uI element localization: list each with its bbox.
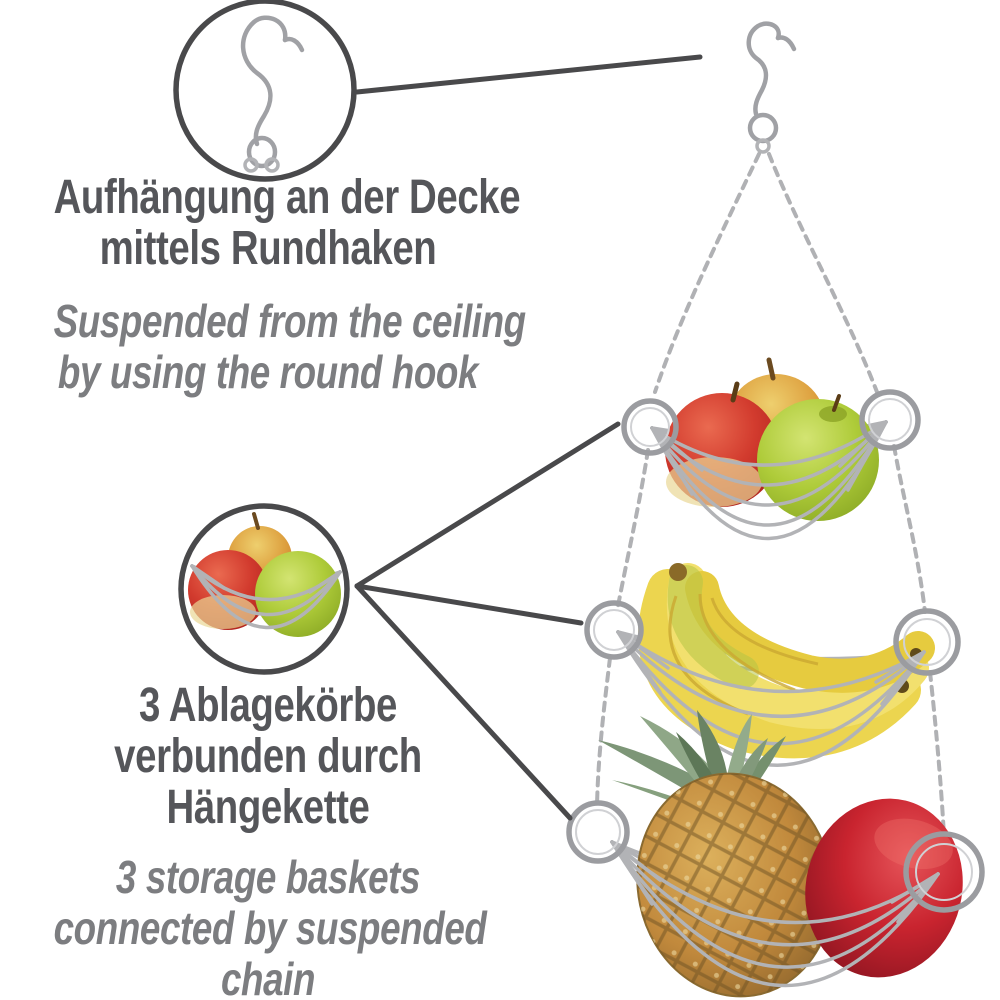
- mango-highlight: [874, 818, 953, 870]
- callout-hook-subtitle-en-line1: Suspended from the ceiling: [53, 295, 527, 347]
- middle-basket-front-wires: [616, 630, 926, 767]
- callout-baskets-title-de-line2: verbunden durch: [114, 730, 422, 783]
- top-basket: [621, 357, 921, 541]
- callout-line-hook: [354, 54, 703, 95]
- hanging-chains: [595, 152, 946, 838]
- chain-segment: [892, 444, 927, 614]
- apple-stem: [730, 381, 740, 403]
- bananas: [638, 563, 935, 759]
- chain-segment: [928, 670, 946, 838]
- callout-baskets-title-de: 3 Ablagekörbe verbunden durch Hängekette: [54, 680, 483, 833]
- callout-baskets-subtitle-en-line2: connected by suspended: [53, 902, 487, 954]
- middle-basket: [584, 563, 961, 767]
- callout-baskets-subtitle-en-line1: 3 storage baskets: [115, 851, 421, 903]
- banana-green-ridge: [667, 565, 759, 689]
- baskets-detail-sketch: [188, 512, 342, 637]
- apple-stem: [766, 357, 776, 381]
- ceiling-hook: [746, 21, 797, 154]
- callout-line-basket-top: [354, 421, 621, 589]
- basket-ring: [859, 389, 921, 451]
- callout-hook-title-de-line1: Aufhängung an der Decke: [53, 171, 521, 224]
- bottom-basket-front-wires: [610, 840, 940, 988]
- basket-ring: [584, 600, 644, 660]
- callout-baskets-title-de-line1: 3 Ablagekörbe: [139, 679, 397, 732]
- callout-hook-title-de: Aufhängung an der Decke mittels Rundhake…: [53, 171, 521, 275]
- basket-ring: [903, 831, 985, 913]
- chain-segment: [595, 656, 612, 808]
- callout-line-basket-bottom: [354, 583, 573, 821]
- chain-segment: [767, 152, 879, 394]
- apple-stem: [832, 394, 841, 412]
- chain-segment: [616, 448, 650, 608]
- callout-hook-title-de-line2: mittels Rundhaken: [99, 222, 437, 275]
- bottom-basket: [566, 710, 985, 998]
- chain-segment: [653, 152, 761, 394]
- basket-ring: [621, 398, 679, 456]
- callout-baskets-title-de-line3: Hängekette: [166, 781, 370, 834]
- basket-ring: [566, 800, 630, 864]
- callout-baskets-subtitle-en-line3: chain: [220, 953, 316, 1000]
- callout-line-basket-middle: [354, 583, 584, 626]
- banana-stem: [669, 563, 687, 581]
- basket-ring: [893, 608, 961, 676]
- callout-hook-subtitle-en: Suspended from the ceiling by using the …: [53, 295, 527, 398]
- top-basket-front-wires: [650, 420, 888, 541]
- callout-baskets-subtitle-en: 3 storage baskets connected by suspended…: [53, 851, 487, 1000]
- green-apple-dimple: [819, 406, 847, 422]
- hook-detail-sketch: [240, 15, 305, 173]
- hook-detail-circle: [173, 0, 357, 182]
- hanging-basket-product: [566, 21, 985, 998]
- hook-detail-callout: [173, 0, 703, 182]
- baskets-detail-callout: [178, 421, 621, 821]
- callout-hook-subtitle-en-line2: by using the round hook: [57, 346, 479, 398]
